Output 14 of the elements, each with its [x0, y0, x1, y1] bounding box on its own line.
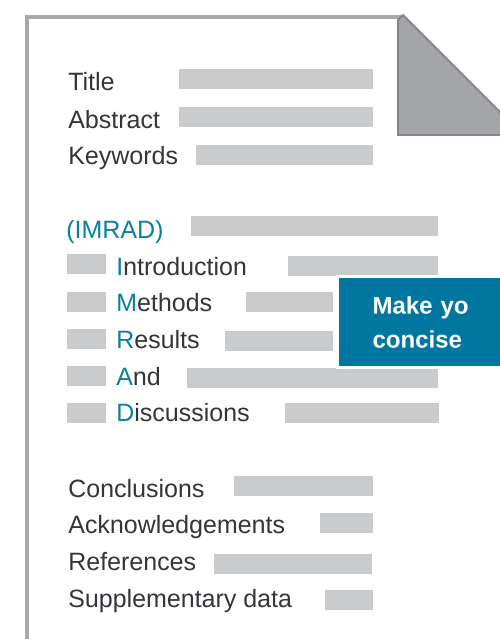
callout-box: Make yo concise — [336, 275, 500, 369]
section-label: And — [116, 366, 160, 386]
section-label: Supplementary data — [69, 588, 292, 612]
section-label: Results — [118, 330, 199, 348]
section-label: References — [70, 552, 196, 570]
section-label: Methods — [118, 292, 212, 312]
section-label: Conclusions — [69, 478, 204, 498]
section-label: Keywords — [70, 146, 178, 170]
section-label: Discussions — [118, 402, 249, 422]
section-label: Acknowledgements — [68, 514, 284, 538]
section-label: Introduction — [118, 256, 246, 276]
section-label: (IMRAD) — [68, 220, 162, 244]
section-label: Abstract — [68, 110, 160, 128]
section-label: Title — [68, 72, 114, 90]
